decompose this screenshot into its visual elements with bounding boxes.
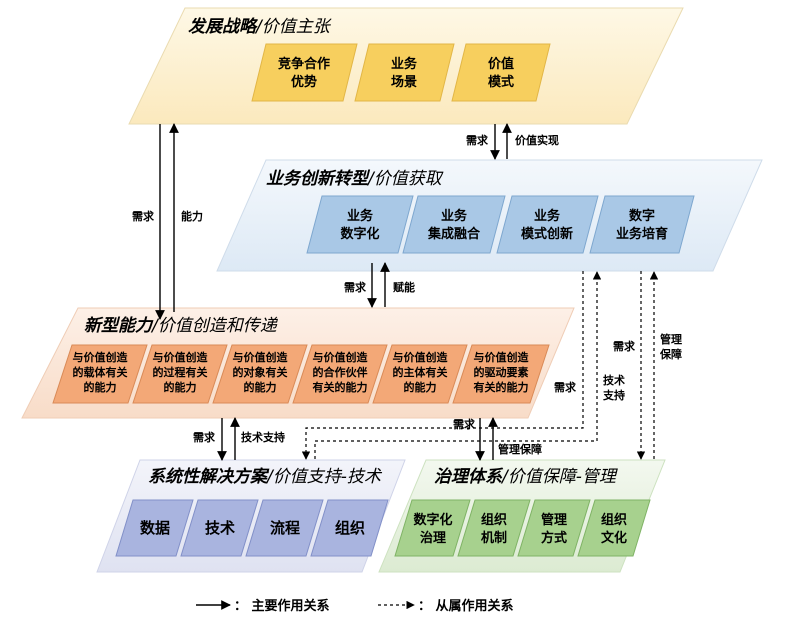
business-box-model-innovation-line1: 业务 bbox=[534, 208, 561, 224]
strategy-box-competition-line2: 优势 bbox=[291, 74, 317, 90]
solution-box-technology: 技术 bbox=[180, 499, 259, 557]
strategy-box-scenario: 业务 场景 bbox=[354, 43, 455, 102]
legend: ： 主要作用关系 ： 从属作用关系 bbox=[196, 598, 514, 614]
capability-box-partner-line3: 有关的能力 bbox=[313, 380, 368, 394]
business-box-integration: 业务 集成融合 bbox=[402, 195, 506, 254]
capability-box-process-line2: 的过程有关 bbox=[153, 365, 208, 379]
capability-box-driver-line3: 有关的能力 bbox=[474, 380, 529, 394]
capability-box-driver-line2: 的驱动要素 bbox=[474, 365, 529, 379]
label-business-capability-enable: 赋能 bbox=[393, 280, 415, 294]
governance-box-digital-governance: 数字化 治理 bbox=[394, 499, 471, 557]
label-capability-governance-mgmt: 管理保障 bbox=[498, 442, 542, 456]
solution-box-process-label: 流程 bbox=[270, 519, 300, 537]
capability-box-subject-line1: 与价值创造 bbox=[393, 350, 449, 364]
label-strategy-business-need: 需求 bbox=[466, 133, 489, 147]
legend-sub-label: ： 从属作用关系 bbox=[418, 598, 514, 614]
label-right-need-2: 需求 bbox=[613, 339, 636, 353]
governance-box-org-culture: 组织 文化 bbox=[577, 499, 651, 557]
capability-box-partner-line2: 的合作伙伴 bbox=[313, 365, 368, 379]
capability-box-object: 与价值创造 的对象有关 的能力 bbox=[212, 344, 308, 404]
label-right-mgmt-line2: 保障 bbox=[659, 347, 682, 361]
strategy-box-scenario-line2: 场景 bbox=[391, 75, 417, 90]
legend-main-label: ： 主要作用关系 bbox=[234, 598, 330, 614]
capability-box-subject: 与价值创造 的主体有关 的能力 bbox=[372, 344, 468, 404]
strategy-box-value-model: 价值 模式 bbox=[451, 43, 551, 102]
label-capability-solution-tech: 技术支持 bbox=[241, 430, 285, 444]
dotted-arrow-business-to-solution-need bbox=[301, 271, 584, 460]
solution-box-data: 数据 bbox=[115, 499, 194, 557]
capability-box-carrier: 与价值创造 的载体有关 的能力 bbox=[52, 344, 148, 404]
label-right-tech-line1: 技术 bbox=[603, 373, 625, 387]
governance-box-org-mechanism-line1: 组织 bbox=[481, 512, 507, 528]
strategy-box-scenario-line1: 业务 bbox=[391, 56, 418, 72]
capability-box-driver-line1: 与价值创造 bbox=[474, 350, 530, 364]
label-business-capability-need: 需求 bbox=[344, 280, 367, 294]
capability-box-carrier-line1: 与价值创造 bbox=[73, 350, 129, 364]
label-right-tech-line2: 支持 bbox=[602, 388, 625, 402]
governance-box-digital-governance-line1: 数字化 bbox=[413, 512, 452, 528]
business-box-model-innovation: 业务 模式创新 bbox=[496, 195, 599, 254]
governance-box-mgmt-method-line2: 方式 bbox=[541, 530, 567, 546]
business-layer-title: 业务创新转型/价值获取 bbox=[266, 169, 444, 189]
capability-box-object-line2: 的对象有关 bbox=[233, 365, 288, 379]
strategy-box-competition-line1: 竞争合作 bbox=[278, 56, 330, 72]
strategy-box-competition: 竞争合作 优势 bbox=[251, 43, 358, 102]
solution-layer-title: 系统性解决方案/价值支持-技术 bbox=[148, 467, 383, 487]
capability-box-carrier-line3: 的能力 bbox=[84, 380, 117, 394]
governance-box-mgmt-method: 管理 方式 bbox=[517, 499, 591, 557]
strategy-box-value-model-line2: 模式 bbox=[488, 74, 514, 90]
solution-box-organization: 组织 bbox=[310, 499, 389, 557]
capability-box-process-line1: 与价值创造 bbox=[153, 350, 209, 364]
capability-box-partner-line1: 与价值创造 bbox=[313, 350, 369, 364]
capability-box-subject-line3: 的能力 bbox=[404, 380, 437, 394]
governance-layer-title: 治理体系/价值保障-管理 bbox=[434, 467, 618, 487]
strategy-layer-title: 发展战略/价值主张 bbox=[188, 17, 332, 37]
governance-box-org-mechanism: 组织 机制 bbox=[457, 499, 531, 557]
business-box-integration-line2: 集成融合 bbox=[427, 226, 481, 242]
capability-box-subject-line2: 的主体有关 bbox=[393, 365, 448, 379]
capability-box-driver: 与价值创造 的驱动要素 有关的能力 bbox=[452, 344, 550, 404]
solution-box-organization-label: 组织 bbox=[335, 519, 365, 537]
business-box-digital-cultivation-line1: 数字 bbox=[629, 208, 655, 224]
capability-box-process: 与价值创造 的过程有关 的能力 bbox=[132, 344, 228, 404]
business-box-digital-cultivation: 数字 业务培育 bbox=[589, 195, 695, 254]
label-left-ability: 能力 bbox=[181, 209, 203, 223]
solution-box-technology-label: 技术 bbox=[205, 519, 235, 537]
governance-box-org-culture-line2: 文化 bbox=[601, 530, 627, 546]
label-strategy-business-value: 价值实现 bbox=[515, 133, 559, 147]
capability-box-process-line3: 的能力 bbox=[164, 380, 197, 394]
capability-box-partner: 与价值创造 的合作伙伴 有关的能力 bbox=[292, 344, 388, 404]
dotted-arrow-solution-to-business-tech bbox=[314, 271, 602, 459]
governance-box-mgmt-method-line1: 管理 bbox=[541, 512, 567, 528]
label-capability-governance-need: 需求 bbox=[453, 417, 476, 431]
governance-box-org-mechanism-line2: 机制 bbox=[481, 530, 507, 546]
solution-box-process: 流程 bbox=[245, 499, 324, 557]
business-box-digitalization-line2: 数字化 bbox=[340, 226, 379, 242]
label-left-need: 需求 bbox=[132, 209, 155, 223]
governance-box-digital-governance-line2: 治理 bbox=[420, 530, 446, 546]
label-capability-solution-need: 需求 bbox=[193, 430, 216, 444]
governance-box-org-culture-line1: 组织 bbox=[601, 512, 627, 528]
solution-box-data-label: 数据 bbox=[140, 519, 170, 537]
business-box-digitalization-line1: 业务 bbox=[347, 208, 374, 224]
business-box-integration-line1: 业务 bbox=[441, 208, 468, 224]
label-right-need-1: 需求 bbox=[554, 380, 577, 394]
business-box-model-innovation-line2: 模式创新 bbox=[521, 226, 573, 242]
strategy-box-value-model-line1: 价值 bbox=[488, 56, 514, 72]
capability-box-object-line3: 的能力 bbox=[244, 380, 277, 394]
label-right-mgmt-line1: 管理 bbox=[660, 332, 682, 346]
business-box-digitalization: 业务 数字化 bbox=[306, 195, 414, 254]
capability-layer-title: 新型能力/价值创造和传递 bbox=[84, 316, 279, 336]
business-box-digital-cultivation-line2: 业务培育 bbox=[616, 226, 668, 242]
capability-box-object-line1: 与价值创造 bbox=[233, 350, 289, 364]
capability-box-carrier-line2: 的载体有关 bbox=[73, 365, 128, 379]
